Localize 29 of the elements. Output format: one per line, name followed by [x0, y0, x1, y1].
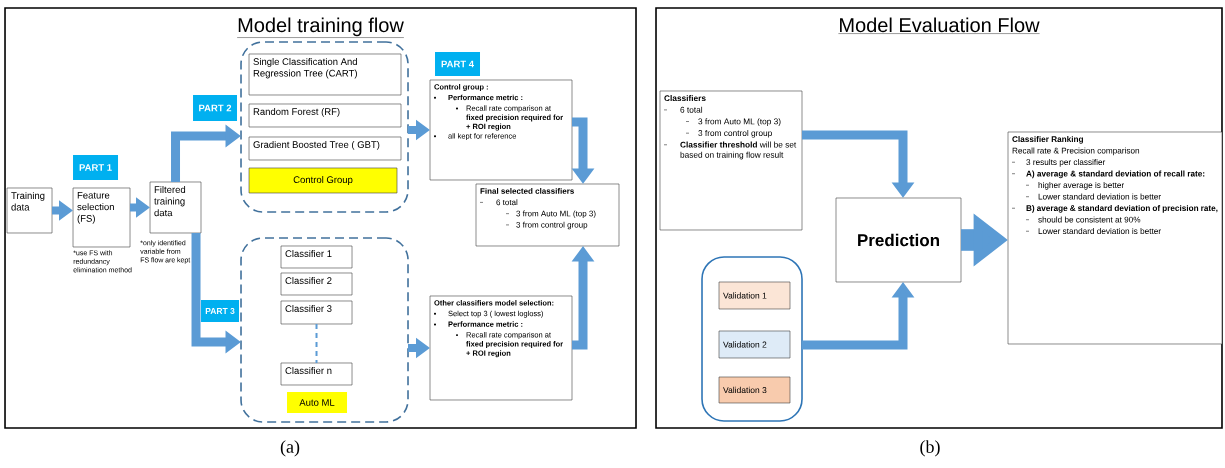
part-tag: PART 1 — [73, 155, 118, 180]
process-box: Training data — [6, 187, 53, 234]
classifier-box: Classifier 3 — [280, 300, 353, 325]
process-box: Prediction — [835, 197, 962, 283]
validation-box: Validation 2 — [718, 330, 791, 359]
panel-caption: (a) — [280, 440, 300, 457]
classifier-box: Classifier n — [280, 362, 353, 386]
group-label: Control Group — [248, 167, 398, 194]
part-tag: PART 4 — [435, 52, 480, 76]
text-box: Final selected classifiers 6 total 3 from Auto ML (top 3) 3 from control group — [475, 183, 620, 247]
classifier-box: Classifier 1 — [280, 245, 353, 269]
process-box: Filtered training data — [149, 181, 202, 234]
group-label: Auto ML — [287, 392, 347, 413]
classifier-box: Gradient Boosted Tree ( GBT) — [248, 136, 402, 161]
panel-caption: (b) — [920, 440, 940, 457]
classifier-box: Single Classification And Regression Tree (CART) — [248, 53, 402, 96]
text-box: Classifiers 6 total 3 from Auto ML (top 3) 3 from control group Classifier threshold will be set based on training flow result — [659, 90, 803, 231]
dashed-group-frame — [240, 237, 409, 423]
classifier-box: Random Forest (RF) — [248, 103, 402, 128]
process-box: Feature selection (FS) — [72, 187, 131, 248]
part-tag: PART 3 — [201, 300, 239, 322]
dashed-group-frame — [240, 41, 409, 213]
part-tag: PART 2 — [193, 95, 237, 121]
classifier-box: Classifier 2 — [280, 272, 353, 296]
rounded-group-frame — [701, 256, 803, 422]
validation-box: Validation 1 — [718, 281, 791, 310]
text-box: Classifier Ranking Recall rate & Precision comparison 3 results per classifier A) average & standard deviation of recall rate: higher average is better Lower standard deviation is better B) average & standard deviation of precision rate, should be consistent at 90% Lower standard deviation is better — [1007, 131, 1223, 345]
dashed-line — [315, 323, 318, 364]
validation-box: Validation 3 — [718, 376, 791, 404]
